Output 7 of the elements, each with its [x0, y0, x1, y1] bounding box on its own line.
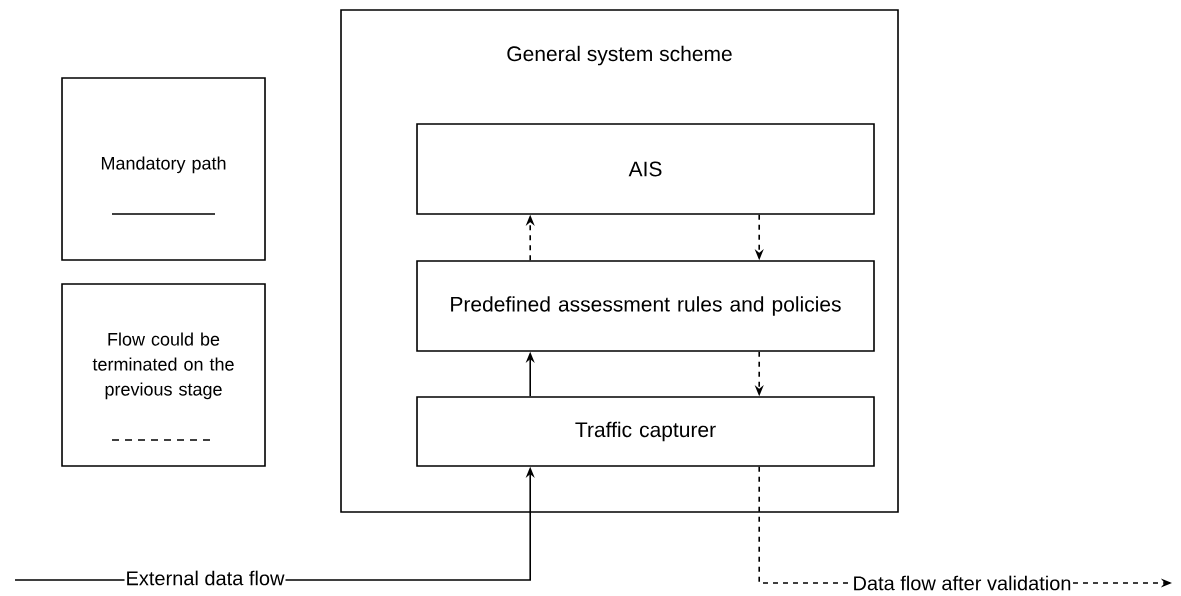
edge-label: Data flow after validation [851, 574, 1073, 592]
legend-box: Mandatory path [61, 77, 266, 261]
process-box: Traffic capturer [416, 396, 875, 467]
edge-label: External data flow [124, 569, 286, 587]
legend-box: Flow could be terminated on the previous stage [61, 283, 266, 467]
process-box: Predefined assessment rules and policies [416, 260, 875, 352]
process-box: AIS [416, 123, 875, 215]
